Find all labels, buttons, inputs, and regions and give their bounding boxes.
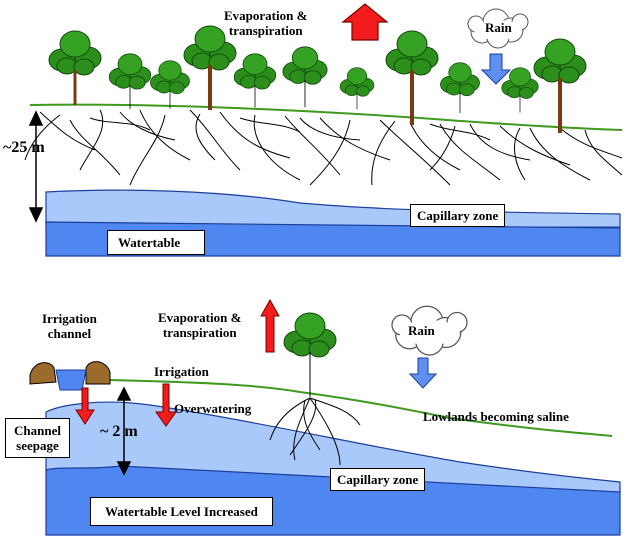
tree-icon	[48, 30, 102, 105]
bottom-capillary-zone	[45, 401, 621, 493]
bottom-evaporation-label: Evaporation & transpiration	[158, 310, 242, 340]
tree-icon	[183, 25, 237, 110]
tree-icon	[233, 53, 277, 108]
channel-seepage-label: Channel seepage	[5, 418, 70, 458]
tree-icon	[108, 53, 152, 110]
top-panel	[24, 3, 623, 257]
up-arrow-icon	[341, 3, 389, 41]
top-watertable-label: Watertable	[107, 230, 206, 255]
down-arrow-icon	[408, 357, 438, 389]
tree-icon	[282, 46, 328, 108]
lowlands-label: Lowlands becoming saline	[423, 409, 569, 424]
down-arrow-icon	[75, 387, 95, 425]
tree-icon	[283, 312, 337, 397]
irrigation-channel-label: Irrigation channel	[42, 311, 97, 341]
top-capillary-label: Capillary zone	[410, 204, 506, 227]
bottom-capillary-label: Capillary zone	[330, 468, 426, 491]
bottom-rain-label: Rain	[408, 323, 435, 338]
tree-icon	[501, 67, 539, 113]
top-evaporation-label: Evaporation & transpiration	[224, 8, 308, 38]
up-arrow-icon	[260, 298, 280, 353]
irrigation-label: Irrigation	[154, 364, 209, 379]
top-depth-label: ~25 m	[3, 139, 45, 156]
overwatering-label: Overwatering	[174, 401, 252, 416]
top-root-network	[24, 109, 623, 186]
tree-icon	[440, 62, 480, 113]
bottom-root-network	[269, 397, 361, 466]
tree-icon	[150, 60, 190, 109]
top-rain-label: Rain	[485, 20, 512, 35]
tree-icon	[533, 38, 587, 133]
channel-icon	[29, 361, 111, 391]
bottom-ground-line	[107, 379, 613, 437]
top-trees	[48, 25, 587, 133]
bottom-watertable-label: Watertable Level Increased	[90, 497, 273, 526]
tree-icon	[339, 67, 375, 110]
bottom-depth-arrow	[116, 386, 132, 476]
top-depth-arrow	[28, 110, 44, 223]
top-ground-line	[29, 103, 623, 131]
tree-icon	[385, 30, 439, 125]
down-arrow-icon	[155, 383, 177, 427]
bottom-depth-label: ~ 2 m	[100, 423, 138, 440]
down-arrow-icon	[480, 53, 512, 85]
